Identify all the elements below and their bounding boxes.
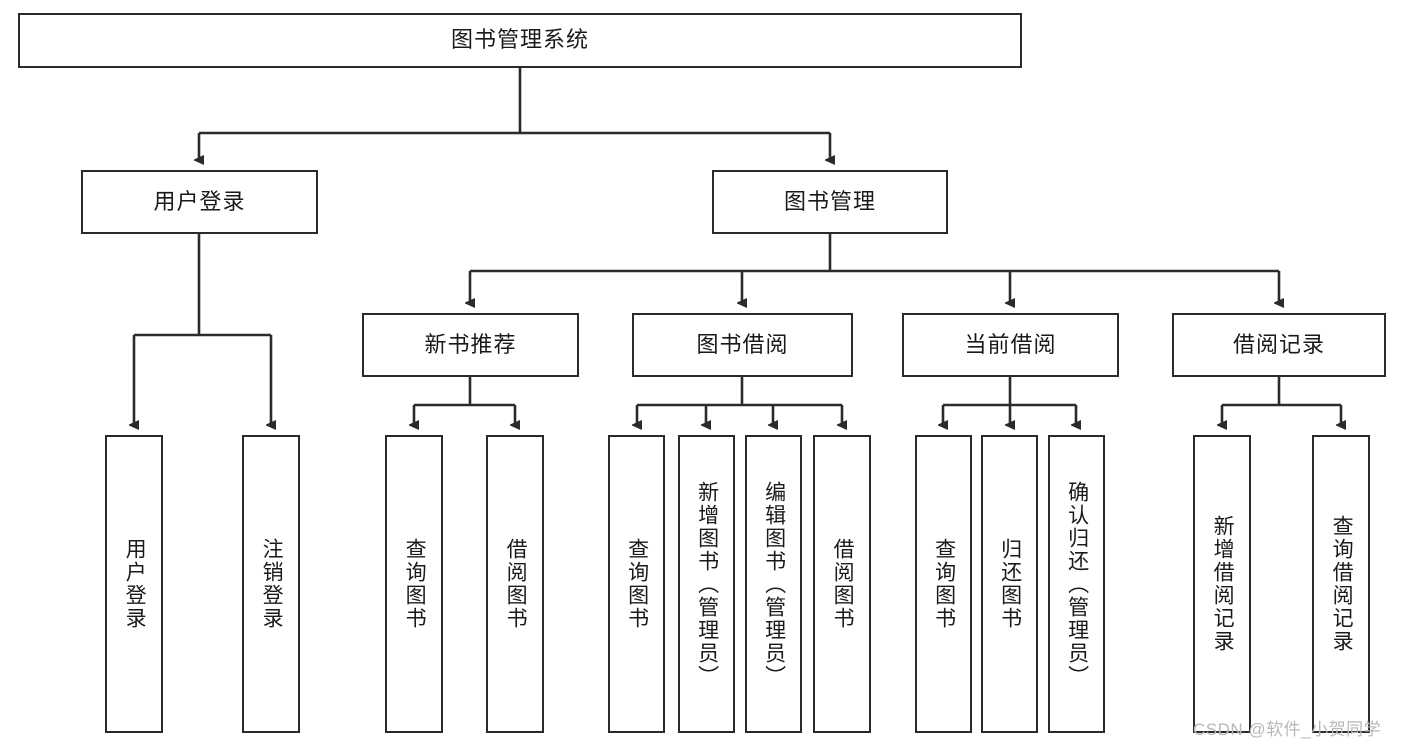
node-leaf-user-login[interactable]: 用户登录 — [105, 435, 163, 733]
node-new-book-recommend[interactable]: 新书推荐 — [362, 313, 579, 377]
leaf-label: 查询图书 — [403, 538, 427, 630]
node-leaf-query-borrow-record[interactable]: 查询借阅记录 — [1312, 435, 1370, 733]
node-book-management[interactable]: 图书管理 — [712, 170, 948, 234]
node-leaf-query-book-recommend[interactable]: 查询图书 — [385, 435, 443, 733]
leaf-label: 查询借阅记录 — [1330, 515, 1354, 653]
leaf-label: 查询图书 — [625, 538, 649, 630]
leaf-label: 新增借阅记录 — [1211, 515, 1235, 653]
node-leaf-borrow-book[interactable]: 借阅图书 — [813, 435, 871, 733]
leaf-label: 用户登录 — [123, 538, 147, 630]
csdn-watermark: CSDN @软件_小贺同学 — [1193, 720, 1382, 739]
node-leaf-add-borrow-record[interactable]: 新增借阅记录 — [1193, 435, 1251, 733]
node-leaf-query-book-borrow[interactable]: 查询图书 — [608, 435, 665, 733]
node-root[interactable]: 图书管理系统 — [18, 13, 1022, 68]
node-leaf-borrow-book-recommend[interactable]: 借阅图书 — [486, 435, 544, 733]
node-leaf-edit-book-admin[interactable]: 编辑图书（管理员） — [745, 435, 802, 733]
leaf-label: 借阅图书 — [831, 538, 855, 630]
node-book-borrow[interactable]: 图书借阅 — [632, 313, 853, 377]
leaf-label: 新增图书（管理员） — [695, 480, 719, 688]
leaf-label: 归还图书 — [998, 538, 1022, 630]
node-leaf-add-book-admin[interactable]: 新增图书（管理员） — [678, 435, 735, 733]
node-leaf-return-book[interactable]: 归还图书 — [981, 435, 1038, 733]
node-leaf-logout-login[interactable]: 注销登录 — [242, 435, 300, 733]
node-borrow-record[interactable]: 借阅记录 — [1172, 313, 1386, 377]
leaf-label: 注销登录 — [260, 538, 284, 630]
leaf-label: 编辑图书（管理员） — [762, 480, 786, 688]
node-current-borrow[interactable]: 当前借阅 — [902, 313, 1119, 377]
leaf-label: 确认归还（管理员） — [1065, 480, 1089, 688]
node-user-login[interactable]: 用户登录 — [81, 170, 318, 234]
leaf-label: 查询图书 — [932, 538, 956, 630]
node-leaf-confirm-return-admin[interactable]: 确认归还（管理员） — [1048, 435, 1105, 733]
leaf-label: 借阅图书 — [504, 538, 528, 630]
node-leaf-query-book-current[interactable]: 查询图书 — [915, 435, 972, 733]
